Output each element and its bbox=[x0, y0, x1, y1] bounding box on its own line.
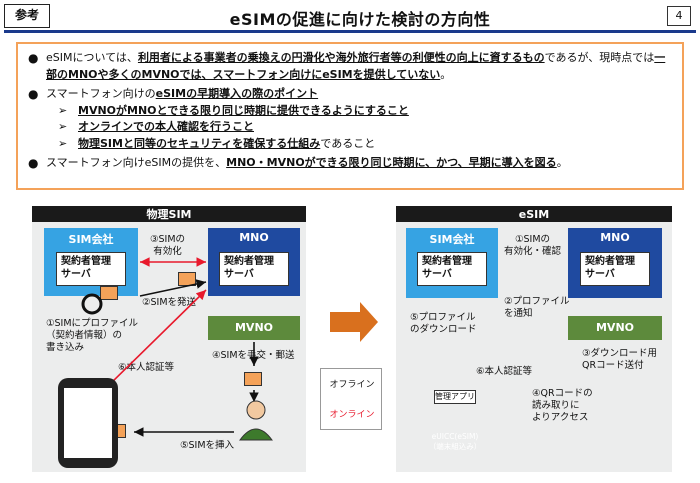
page-title: eSIMの促進に向けた検討の方向性 bbox=[229, 10, 491, 29]
b3-underlined: MNO・MVNOができる限り同じ時期に、かつ、早期に導入を図る bbox=[226, 156, 557, 169]
esim-mvno-box: MVNO bbox=[568, 316, 662, 340]
summary-bullet-2: ● スマートフォン向けのeSIMの早期導入の際のポイント bbox=[28, 86, 672, 103]
b2-underlined: eSIMの早期導入の際のポイント bbox=[155, 87, 319, 100]
bullet-dot-icon: ● bbox=[28, 87, 39, 101]
esim-band: eSIM bbox=[396, 206, 672, 224]
esim-step-2-label: ②プロファイル を通知 bbox=[504, 296, 570, 319]
esim-mno-server: 契約者管理 サーバ bbox=[580, 252, 650, 286]
physical-sim-company-server: 契約者管理 サーバ bbox=[56, 252, 126, 286]
esim-step-6-label: ⑥本人認証等 bbox=[476, 366, 533, 377]
bullet-2-text: スマートフォン向けのeSIMの早期導入の際のポイント bbox=[46, 86, 318, 103]
transition-big-arrow bbox=[330, 302, 378, 342]
sub-3-text: 物理SIMと同等のセキュリティを確保する仕組みであること bbox=[78, 136, 375, 153]
legend-box: オフライン オンライン bbox=[320, 368, 382, 430]
page-number: 4 bbox=[667, 6, 691, 26]
esim-step-5-label: ⑤プロファイル のダウンロード bbox=[410, 312, 477, 335]
user-avatar-icon bbox=[246, 400, 266, 420]
header-rule bbox=[4, 30, 696, 33]
physical-sim-band: 物理SIM bbox=[32, 206, 306, 224]
b1-mid: であるが、現時点では bbox=[544, 51, 655, 64]
b2-pre: スマートフォン向けの bbox=[46, 87, 156, 100]
b1-pre: eSIMについては、 bbox=[46, 51, 138, 64]
sub-3-underlined: 物理SIMと同等のセキュリティを確保する仕組み bbox=[78, 136, 321, 150]
b3-end: 。 bbox=[556, 156, 568, 169]
sub-3-end: であること bbox=[320, 136, 376, 150]
esim-step-3-label: ③ダウンロード用 QRコード送付 bbox=[582, 348, 658, 371]
writing-spinner-icon bbox=[81, 293, 103, 315]
esim-sim-company-server: 契約者管理 サーバ bbox=[417, 252, 487, 286]
esim-step-1-label: ①SIMの 有効化・確認 bbox=[504, 234, 562, 257]
summary-sub-1: ➢ MVNOがMNOとできる限り同じ時期に提供できるようにすること bbox=[28, 103, 672, 120]
esim-sim-company-label: SIM会社 bbox=[429, 233, 475, 246]
bullet-dot-icon: ● bbox=[28, 156, 39, 170]
management-app-label: 管理アプリ bbox=[434, 390, 476, 404]
b1-underlined-1: 利用者による事業者の乗換えの円滑化や海外旅行者等の利便性の向上に資するもの bbox=[137, 51, 545, 64]
physical-step-1-label: ①SIMにプロファイル （契約者情報）の 書き込み bbox=[46, 318, 139, 353]
physical-step-2-label: ②SIMを発送 bbox=[142, 297, 197, 308]
physical-sim-company-label: SIM会社 bbox=[68, 233, 114, 246]
physical-shipping-arrow bbox=[139, 279, 207, 297]
legend-online-label: オンライン bbox=[329, 410, 375, 420]
summary-box: ● eSIMについては、利用者による事業者の乗換えの円滑化や海外旅行者等の利便性… bbox=[16, 42, 684, 190]
b3-pre: スマートフォン向けeSIMの提供を、 bbox=[46, 156, 227, 169]
sub-2-text: オンラインでの本人確認を行うこと bbox=[78, 120, 254, 133]
arrow-bullet-icon: ➢ bbox=[58, 120, 68, 133]
bullet-1-text: eSIMについては、利用者による事業者の乗換えの円滑化や海外旅行者等の利便性の向… bbox=[46, 50, 672, 83]
arrow-bullet-icon: ➢ bbox=[58, 136, 68, 150]
summary-bullet-1: ● eSIMについては、利用者による事業者の乗換えの円滑化や海外旅行者等の利便性… bbox=[28, 50, 672, 83]
summary-bullet-3: ● スマートフォン向けeSIMの提供を、MNO・MVNOができる限り同じ時期に、… bbox=[28, 155, 672, 172]
arrow-bullet-icon: ➢ bbox=[58, 103, 68, 117]
reference-tag: 参考 bbox=[4, 4, 50, 28]
physical-mno-server: 契約者管理 サーバ bbox=[219, 252, 289, 286]
physical-mno-label: MNO bbox=[239, 231, 269, 244]
esim-mno-label: MNO bbox=[600, 231, 630, 244]
sub-1-text: MVNOがMNOとできる限り同じ時期に提供できるようにすること bbox=[78, 103, 409, 117]
summary-sub-2: ➢ オンラインでの本人確認を行うこと bbox=[28, 119, 672, 136]
esim-sim-company-box: SIM会社 契約者管理 サーバ bbox=[406, 228, 498, 298]
bullet-3-text: スマートフォン向けeSIMの提供を、MNO・MVNOができる限り同じ時期に、かつ… bbox=[46, 155, 568, 172]
physical-auth-arrow bbox=[107, 289, 207, 387]
physical-step-3-label: ③SIMの 有効化 bbox=[150, 234, 186, 257]
sim-card-icon bbox=[100, 286, 118, 300]
euicc-label: eUICC(eSIM) （端末組込み） bbox=[428, 432, 482, 451]
bullet-dot-icon: ● bbox=[28, 51, 39, 65]
b1-end: 。 bbox=[440, 67, 452, 81]
physical-step-5-label: ⑤SIMを挿入 bbox=[180, 440, 235, 451]
sim-card-icon bbox=[244, 372, 262, 386]
physical-mno-box: MNO 契約者管理 サーバ bbox=[208, 228, 300, 296]
summary-sub-3: ➢ 物理SIMと同等のセキュリティを確保する仕組みであること bbox=[28, 136, 672, 153]
physical-step-6-label: ⑥本人認証等 bbox=[118, 362, 175, 373]
esim-step-4-label: ④QRコードの 読み取りに よりアクセス bbox=[532, 388, 593, 423]
esim-mno-box: MNO 契約者管理 サーバ bbox=[568, 228, 662, 298]
b1-underlined-2: 一部のMNOや多くのMVNOでは、スマートフォン向けにeSIMを提供していない bbox=[46, 51, 666, 81]
physical-mvno-box: MVNO bbox=[208, 316, 300, 340]
legend-offline-label: オフライン bbox=[329, 380, 375, 390]
physical-sim-company-box: SIM会社 契約者管理 サーバ bbox=[44, 228, 138, 296]
